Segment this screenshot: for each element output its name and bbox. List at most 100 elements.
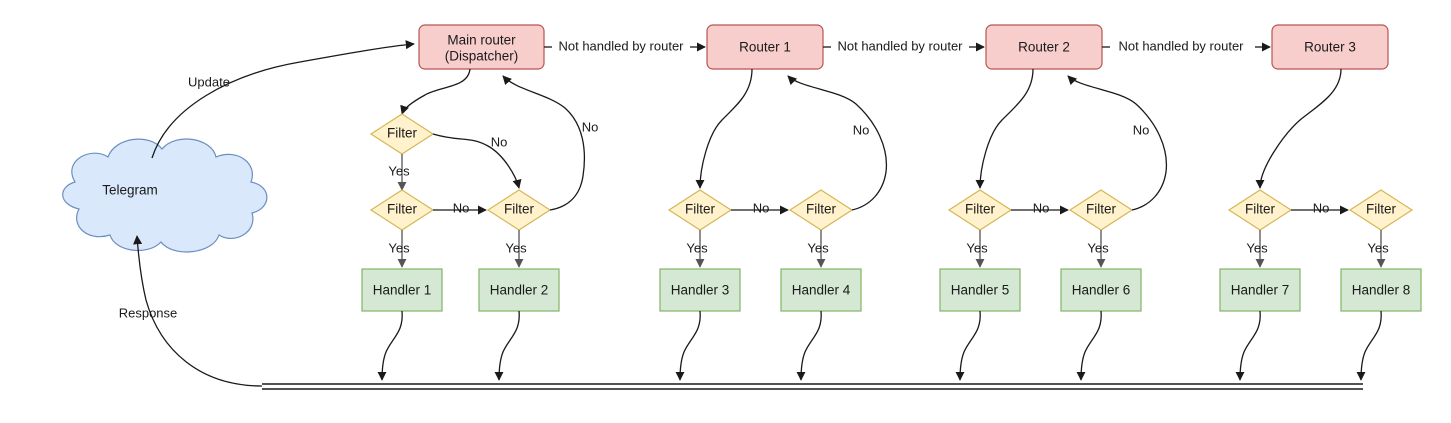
handler-label: Handler 5 — [951, 283, 1010, 298]
edge-label-response: Response — [119, 305, 178, 320]
handler-box — [1060, 268, 1142, 312]
edge-response — [133, 235, 263, 387]
handler-node-handler-5[interactable]: Handler 5 — [939, 268, 1021, 312]
no-label: No — [1033, 200, 1050, 215]
filter-node-filter-a2[interactable]: Filter — [369, 189, 435, 231]
yes-label: Yes — [505, 240, 527, 255]
filter-node-filter-b2[interactable]: Filter — [788, 189, 854, 231]
edge-handler-1-to-bus — [377, 310, 403, 381]
chain-label: Not handled by router — [837, 38, 963, 53]
handler-box — [939, 268, 1021, 312]
yes-label: Yes — [966, 240, 988, 255]
router-chain-edge-1: Not handled by router — [544, 38, 706, 53]
handler-label: Handler 2 — [490, 283, 549, 298]
edge-mainrouter-to-filter-a1 — [400, 68, 471, 115]
router-chain-edge-3: Not handled by router — [1102, 38, 1271, 53]
router-label-line1: Router 2 — [1018, 40, 1070, 55]
handler-box — [478, 268, 560, 312]
handler-node-handler-6[interactable]: Handler 6 — [1060, 268, 1142, 312]
filter-node-filter-a3[interactable]: Filter — [486, 189, 552, 231]
handler-box — [780, 268, 862, 312]
handler-label: Handler 3 — [671, 283, 730, 298]
edge-router1-to-filter-b1 — [695, 68, 753, 189]
telegram-label: Telegram — [102, 183, 158, 198]
edge-label-update: Update — [188, 74, 230, 89]
handler-label: Handler 6 — [1072, 283, 1131, 298]
filter-node-filter-a1[interactable]: Filter — [369, 113, 435, 155]
no-label: No — [1313, 200, 1330, 215]
edge-filter-a3-no-return — [502, 75, 586, 211]
yes-label: Yes — [388, 240, 410, 255]
handler-node-handler-1[interactable]: Handler 1 — [361, 268, 443, 312]
edge-handler-6-to-bus — [1076, 310, 1102, 381]
router-chain-edge-2: Not handled by router — [823, 38, 985, 53]
no-label: No — [453, 200, 470, 215]
edge-filter-a1-no — [432, 133, 522, 189]
handler-label: Handler 1 — [373, 283, 432, 298]
router-label-line2: (Dispatcher) — [445, 49, 519, 64]
chain-label: Not handled by router — [558, 38, 684, 53]
router-node-main-router[interactable]: Main router (Dispatcher) — [418, 24, 545, 70]
router-label-line1: Router 3 — [1304, 40, 1356, 55]
edge-update — [151, 40, 415, 159]
router-label-line1: Router 1 — [739, 40, 791, 55]
edge-handler-4-to-bus — [796, 310, 822, 381]
filter-label: Filter — [1245, 202, 1276, 217]
filter-label: Filter — [1086, 202, 1117, 217]
no-label: No — [1133, 122, 1150, 137]
chain-label: Not handled by router — [1118, 38, 1244, 53]
router-node-router-1[interactable]: Router 1 — [706, 24, 824, 70]
handler-box — [1219, 268, 1301, 312]
response-bus — [262, 383, 1363, 390]
handler-node-handler-2[interactable]: Handler 2 — [478, 268, 560, 312]
router-box — [1271, 24, 1389, 70]
filter-label: Filter — [504, 202, 535, 217]
handler-node-handler-4[interactable]: Handler 4 — [780, 268, 862, 312]
filter-label: Filter — [387, 202, 418, 217]
filter-label: Filter — [1366, 202, 1397, 217]
filter-node-filter-d2[interactable]: Filter — [1348, 189, 1414, 231]
handler-label: Handler 4 — [792, 283, 851, 298]
yes-label: Yes — [1367, 240, 1389, 255]
edge-handler-5-to-bus — [955, 310, 981, 381]
filter-label: Filter — [685, 202, 716, 217]
handler-label: Handler 8 — [1352, 283, 1411, 298]
yes-label: Yes — [1246, 240, 1268, 255]
filter-label: Filter — [965, 202, 996, 217]
yes-label: Yes — [686, 240, 708, 255]
filter-label: Filter — [387, 126, 418, 141]
no-label: No — [853, 122, 870, 137]
handler-node-handler-8[interactable]: Handler 8 — [1340, 268, 1422, 312]
filter-node-filter-b1[interactable]: Filter — [667, 189, 733, 231]
handler-box — [361, 268, 443, 312]
edge-handler-3-to-bus — [675, 310, 701, 381]
edge-router3-to-filter-d1 — [1255, 68, 1342, 189]
router-node-router-2[interactable]: Router 2 — [985, 24, 1103, 70]
edge-filter-c2-no-return — [1067, 75, 1168, 211]
yes-label: Yes — [388, 163, 410, 178]
edge-handler-7-to-bus — [1235, 310, 1261, 381]
filter-node-filter-d1[interactable]: Filter — [1227, 189, 1293, 231]
no-label: No — [753, 200, 770, 215]
handler-box — [659, 268, 741, 312]
yes-label: Yes — [807, 240, 829, 255]
cloud-shape — [62, 138, 268, 253]
filter-label: Filter — [806, 202, 837, 217]
no-label: No — [582, 119, 599, 134]
filter-node-filter-c1[interactable]: Filter — [947, 189, 1013, 231]
edge-handler-2-to-bus — [494, 310, 520, 381]
filter-node-filter-c2[interactable]: Filter — [1068, 189, 1134, 231]
handler-box — [1340, 268, 1422, 312]
yes-label: Yes — [1087, 240, 1109, 255]
router-label-line1: Main router — [447, 33, 516, 48]
edge-filter-b2-no-return — [787, 75, 888, 211]
handler-node-handler-3[interactable]: Handler 3 — [659, 268, 741, 312]
no-label: No — [491, 134, 508, 149]
edge-router2-to-filter-c1 — [975, 68, 1034, 189]
handler-node-handler-7[interactable]: Handler 7 — [1219, 268, 1301, 312]
router-node-router-3[interactable]: Router 3 — [1271, 24, 1389, 70]
edge-handler-8-to-bus — [1356, 310, 1382, 381]
telegram-cloud-node[interactable]: Telegram — [62, 138, 268, 253]
